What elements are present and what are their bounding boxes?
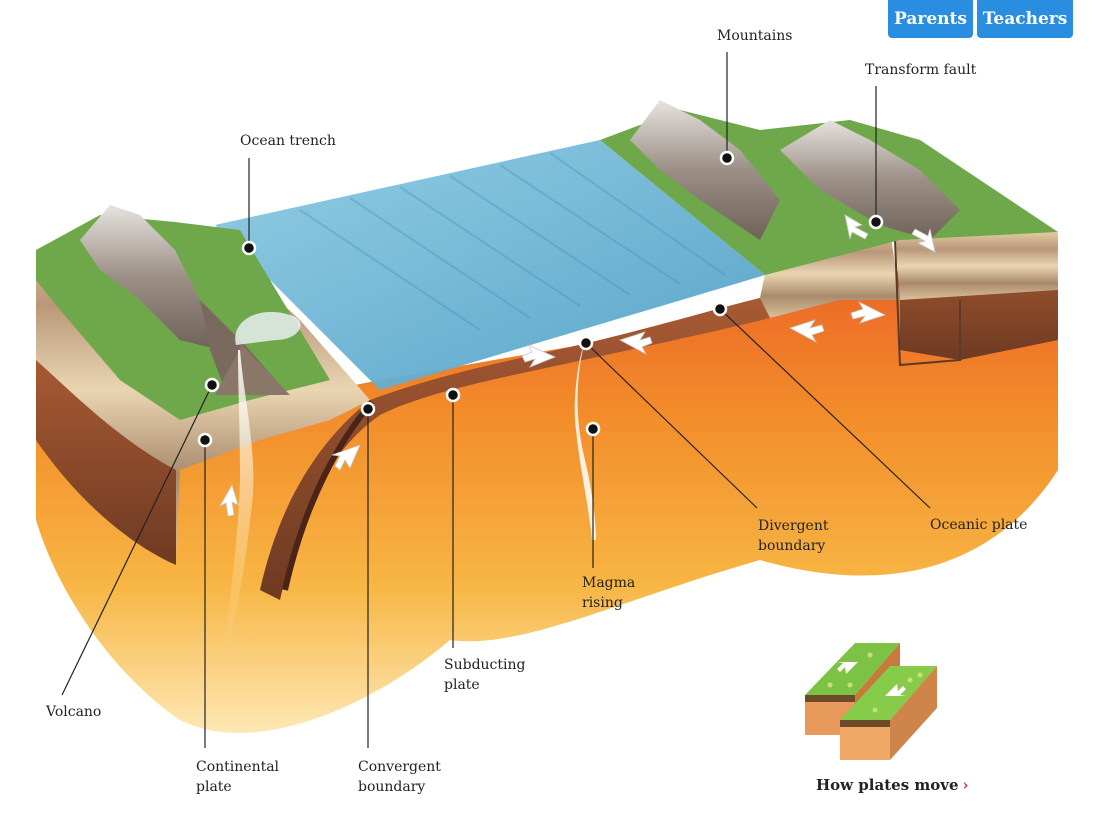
- magma-rising-marker: [585, 421, 601, 437]
- continental-plate-marker: [197, 432, 213, 448]
- chevron-right-icon: ›: [962, 776, 969, 794]
- how-plates-move-label: How plates move: [816, 776, 959, 794]
- parents-button[interactable]: Parents: [888, 0, 973, 38]
- how-plates-move-link[interactable]: How plates move›: [816, 776, 969, 794]
- transform-fault-marker: [868, 214, 884, 230]
- divergent-boundary-marker: [578, 335, 594, 351]
- label-oceanic-plate: Oceanic plate: [930, 517, 1028, 533]
- label-mountains: Mountains: [717, 28, 793, 44]
- label-transform-fault: Transform fault: [865, 62, 977, 78]
- ocean-trench-marker: [241, 240, 257, 256]
- label-volcano: Volcano: [46, 704, 102, 720]
- how-plates-move-thumbnail[interactable]: [800, 640, 945, 765]
- volcano-marker: [204, 377, 220, 393]
- teachers-button[interactable]: Teachers: [977, 0, 1073, 38]
- oceanic-plate-marker: [712, 301, 728, 317]
- label-ocean-trench: Ocean trench: [240, 133, 336, 149]
- subducting-plate-marker: [445, 387, 461, 403]
- convergent-boundary-marker: [360, 401, 376, 417]
- mountains-marker: [719, 150, 735, 166]
